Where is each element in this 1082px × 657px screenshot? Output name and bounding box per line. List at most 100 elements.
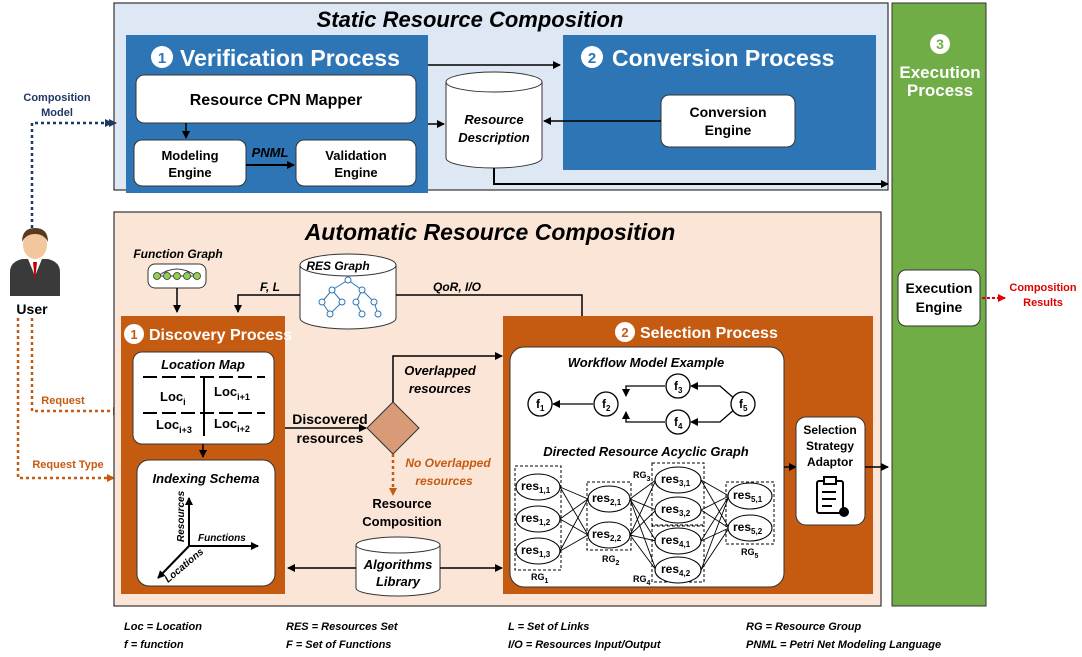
rg1-label: RG1 [531,572,549,585]
res-node-2-1 [587,485,631,513]
rg2-label: RG2 [602,554,620,567]
adaptor-label-2: Strategy [806,439,854,453]
fl-label: F, L [260,280,280,294]
legend-pnml: PNML = Petri Net Modeling Language [746,639,941,651]
res-node-1-3 [515,537,561,565]
legend-res: RES = Resources Set [286,621,399,633]
resource-description-label-2: Description [458,130,530,145]
adaptor-label-3: Adaptor [807,455,853,469]
legend-f: f = function [124,639,184,651]
fl-arrow [234,294,300,313]
selection-number: 2 [621,325,628,340]
request-arrow [30,318,121,415]
f1-label: f1 [536,397,545,413]
execution-title-1: Execution [899,63,980,82]
legend-io: I/O = Resources Input/Output [508,639,662,651]
verification-title: Verification Process [180,45,400,71]
loc-i-plus-3: Loci+3 [156,417,192,435]
res-node-1-2 [515,505,561,533]
selection-strategy-adaptor [795,416,866,526]
legend-links: L = Set of Links [508,621,589,633]
rg5-label: RG5 [741,547,759,560]
discovered-label-2: resources [297,430,364,446]
legend: Loc = Location f = function RES = Resour… [124,621,941,651]
res-5-2-label: res5,2 [733,520,763,536]
dag-title: Directed Resource Acyclic Graph [543,444,748,459]
res-node-3-1 [654,466,702,494]
description-to-execution-arrow [493,168,889,188]
modeling-label-1: Modeling [161,148,218,163]
workflow-node-f2 [593,391,619,417]
res-graph-store [299,253,397,330]
discovery-title: Discovery Process [149,327,292,344]
res-2-1-label: res2,1 [592,491,622,507]
res-4-1-label: res4,1 [661,533,691,549]
discovery-number: 1 [130,327,137,342]
composition-model-label-2: Model [41,107,73,119]
adaptor-label-1: Selection [803,423,856,437]
loc-i-plus-2: Loci+2 [214,416,250,434]
selection-title: Selection Process [640,325,778,342]
function-graph-icon [147,263,207,289]
execution-engine-label-2: Engine [916,299,963,315]
workflow-node-f3 [665,373,691,399]
algorithms-label-1: Algorithms [363,557,433,572]
res-node-5-1 [727,482,773,510]
pnml-label: PNML [252,145,289,160]
rg3-label: RG3 [633,470,651,483]
res-3-1-label: res3,1 [661,472,691,488]
f3-label: f3 [674,379,683,395]
request-type-label: Request Type [32,459,103,471]
res-1-3-label: res1,3 [521,543,551,559]
algorithms-library-store [355,536,441,597]
request-label: Request [41,395,85,407]
conversion-number: 2 [588,50,596,67]
f2-label: f2 [602,397,611,413]
f4-label: f4 [674,415,683,431]
workflow-title: Workflow Model Example [568,355,725,370]
res-1-2-label: res1,2 [521,511,551,527]
function-graph-label: Function Graph [133,247,222,261]
resource-composition-label-2: Composition [362,514,441,529]
indexing-schema [136,459,276,587]
indexing-axes [157,497,259,579]
res-node-4-2 [654,556,702,584]
conversion-engine-label-2: Engine [705,122,752,138]
resource-group-2 [586,481,632,551]
res-node-2-2 [587,521,631,549]
execution-title-2: Process [907,81,973,100]
axis-functions: Functions [198,533,246,544]
workflow-node-f4 [665,409,691,435]
legend-loc: Loc = Location [124,621,202,633]
resource-composition-label-1: Resource [372,496,431,511]
clipboard-gear-icon [816,476,849,517]
automatic-title: Automatic Resource Composition [304,219,676,245]
res-4-2-label: res4,2 [661,562,691,578]
loc-i: Loci [160,389,186,407]
workflow-node-f5 [730,391,756,417]
mapper-label: Resource CPN Mapper [190,92,363,109]
overlapped-label-1: Overlapped [404,363,477,378]
location-map-grid [143,376,265,436]
modeling-label-2: Engine [168,165,211,180]
no-overlapped-label-1: No Overlapped [405,456,491,470]
f5-label: f5 [739,397,748,413]
validation-label-1: Validation [325,148,386,163]
resource-description-store [445,71,543,169]
execution-number: 3 [936,36,944,52]
qor-label: QoR, I/O [433,280,482,294]
res-node-4-1 [654,527,702,555]
validation-engine [295,139,417,187]
user-icon [10,228,60,296]
res-2-2-label: res2,2 [592,527,622,543]
algorithms-label-2: Library [376,574,421,589]
discovered-label-1: Discovered [292,411,367,427]
overlapped-label-2: resources [409,381,471,396]
results-label-2: Results [1023,297,1063,309]
request-type-arrow [16,318,115,482]
conversion-engine-label-1: Conversion [689,104,766,120]
resource-cpn-mapper [135,74,417,124]
composition-model-arrow [30,119,113,228]
composition-model-label-1: Composition [23,92,90,104]
